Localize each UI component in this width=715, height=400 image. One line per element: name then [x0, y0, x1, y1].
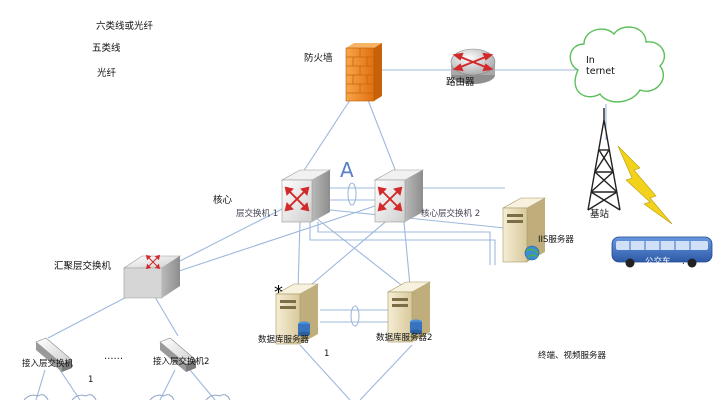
link-core1-db1 — [297, 221, 301, 291]
router-label: 路由器 — [446, 77, 475, 88]
asterisk-mark: * — [274, 282, 283, 303]
legend-item-cat6-or-fiber: 六类线或光纤 — [96, 21, 154, 32]
iis-server-label: IIS服务器 — [538, 235, 574, 245]
core-switch-1-icon — [280, 169, 332, 223]
link-core-to-terminal — [309, 222, 496, 265]
database-server-1-icon — [274, 283, 320, 345]
firewall-icon — [345, 43, 382, 102]
link-core1-iis — [329, 209, 506, 229]
bus-label-suffix: . — [682, 257, 685, 267]
core-switch-2-label: 核心层交换机 2 — [421, 209, 481, 219]
ellipsis-label: …… — [104, 351, 123, 362]
database-server-1-number: 1 — [324, 349, 330, 359]
access-switch-2-label: 接入层交换机2 — [153, 357, 210, 367]
link-core1-db2 — [315, 217, 406, 289]
link-access1-down-2 — [59, 369, 81, 400]
link-db2-down — [359, 344, 413, 400]
access-switch-1-label: 接入层交换机 — [22, 359, 74, 369]
link-firewall-core2 — [367, 99, 397, 173]
bus-label: 公交车 — [645, 257, 671, 267]
legend-item-fiber: 光纤 — [97, 68, 117, 79]
wireless-lightning-icon — [617, 145, 673, 225]
link-aggregation-ring — [347, 182, 357, 206]
link-marker-label: A — [340, 158, 354, 182]
link-access2-down-2 — [189, 369, 216, 400]
link-access2-down-1 — [159, 369, 176, 400]
link-core2-aggregation — [175, 204, 379, 273]
internet-label-line1: In — [586, 55, 595, 66]
database-server-2-icon — [386, 281, 432, 343]
base-station-tower-icon — [587, 108, 621, 211]
internet-label-line2: ternet — [586, 66, 615, 77]
access-switch-1-number: 1 — [88, 375, 94, 385]
link-core-to-terminal-2 — [317, 222, 491, 265]
link-core1-aggregation — [177, 204, 291, 263]
router-icon — [450, 48, 496, 84]
terminal-video-server-label: 终端、视频服务器 — [538, 351, 607, 361]
legend-item-cat5: 五类线 — [92, 43, 121, 54]
internet-cloud-icon — [569, 26, 665, 103]
end-device-stubs — [23, 394, 231, 400]
database-server-2-label: 数据库服务器2 — [376, 333, 433, 343]
link-core2-db1 — [304, 217, 391, 291]
aggregation-switch-label: 汇聚层交换机 — [54, 261, 112, 272]
link-firewall-core1 — [302, 99, 351, 173]
bus-icon — [611, 236, 713, 268]
access-switch-1-icon — [35, 337, 73, 372]
link-db1-down — [299, 344, 351, 400]
link-access1-down-1 — [35, 369, 46, 400]
firewall-label: 防火墙 — [304, 53, 333, 64]
access-switch-2-icon — [159, 337, 197, 372]
core-switch-2-icon — [373, 169, 425, 223]
link-core2-db2 — [403, 221, 411, 287]
iis-server-icon — [501, 197, 547, 263]
link-db-ring — [350, 305, 360, 327]
link-aggregation-access2 — [154, 296, 179, 337]
core-switch-1-label: 层交换机 1 — [236, 209, 279, 219]
aggregation-switch-icon — [123, 254, 181, 299]
base-station-label: 基站 — [590, 209, 610, 220]
core-prefix-label: 核心 — [213, 195, 233, 206]
database-server-1-label: 数据库服务器 — [258, 335, 310, 345]
